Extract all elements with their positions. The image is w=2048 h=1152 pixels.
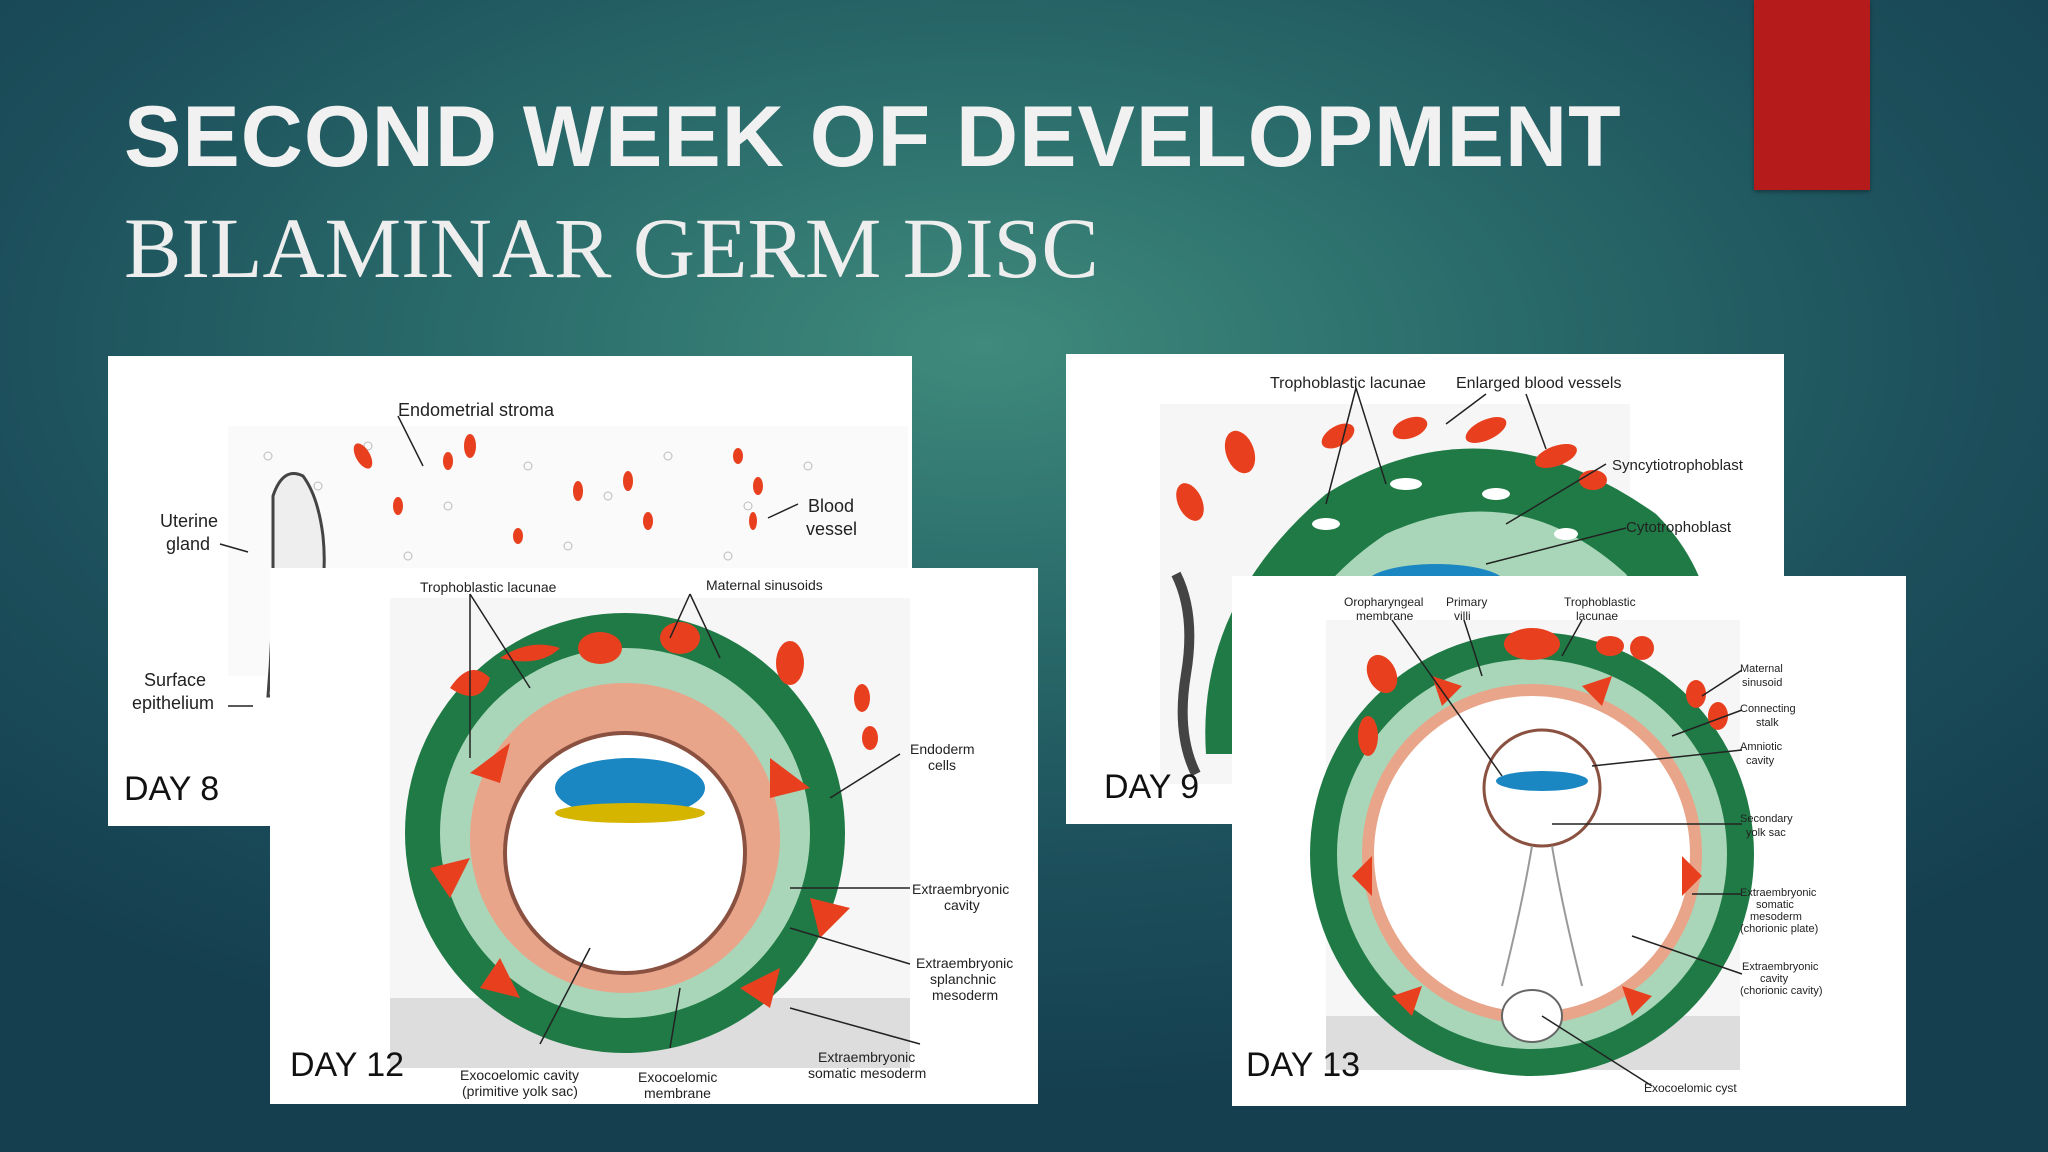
label-somatic-1: Extraembryonic bbox=[818, 1049, 915, 1065]
label-blood-vessel-2: vessel bbox=[806, 519, 857, 539]
slide-title: SECOND WEEK OF DEVELOPMENT bbox=[124, 89, 1622, 185]
day13-panel: Oropharyngeal membrane Primary villi Tro… bbox=[1232, 576, 1906, 1106]
label-somatic-meso-3: mesoderm bbox=[1750, 911, 1802, 923]
label-maternal-sinusoids: Maternal sinusoids bbox=[706, 577, 823, 593]
label-maternal-sinusoid-1: Maternal bbox=[1740, 663, 1783, 675]
label-troph-lacunae-1: Trophoblastic bbox=[1564, 595, 1636, 609]
label-maternal-sinusoid-2: sinusoid bbox=[1742, 677, 1782, 689]
label-secondary-yolk-1: Secondary bbox=[1740, 813, 1793, 825]
label-chorionic-cavity-3: (chorionic cavity) bbox=[1740, 985, 1823, 997]
day12-diagram: Trophoblastic lacunae Maternal sinusoids… bbox=[390, 577, 1013, 1101]
label-splanchnic-1: Extraembryonic bbox=[916, 955, 1013, 971]
label-somatic-meso-4: (chorionic plate) bbox=[1740, 923, 1818, 935]
label-connecting-stalk-1: Connecting bbox=[1740, 703, 1796, 715]
label-surface-epithelium-2: epithelium bbox=[132, 693, 214, 713]
label-troph-lacunae-2: lacunae bbox=[1576, 609, 1618, 623]
label-chorionic-cavity-2: cavity bbox=[1760, 973, 1789, 985]
label-syncytiotrophoblast: Syncytiotrophoblast bbox=[1612, 457, 1744, 474]
label-exocoelomic-membrane-2: membrane bbox=[644, 1085, 711, 1101]
day8-label: DAY 8 bbox=[124, 770, 220, 808]
label-somatic-meso-2: somatic bbox=[1756, 899, 1794, 911]
day13-label: DAY 13 bbox=[1246, 1046, 1361, 1084]
label-primary-villi-1: Primary bbox=[1446, 595, 1487, 609]
label-somatic-2: somatic mesoderm bbox=[808, 1065, 926, 1081]
label-connecting-stalk-2: stalk bbox=[1756, 717, 1779, 729]
label-secondary-yolk-2: yolk sac bbox=[1746, 827, 1786, 839]
day13-diagram: Oropharyngeal membrane Primary villi Tro… bbox=[1310, 595, 1823, 1095]
label-uterine-gland-1: Uterine bbox=[160, 511, 218, 531]
label-chorionic-cavity-1: Extraembryonic bbox=[1742, 961, 1819, 973]
label-exocoelomic-cyst: Exocoelomic cyst bbox=[1644, 1081, 1737, 1095]
label-amniotic-cavity-2: cavity bbox=[1746, 755, 1775, 767]
label-trophoblastic-lacunae-d9: Trophoblastic lacunae bbox=[1270, 375, 1426, 392]
label-splanchnic-3: mesoderm bbox=[932, 987, 998, 1003]
label-uterine-gland-2: gland bbox=[166, 534, 210, 554]
slide-subtitle: BILAMINAR GERM DISC bbox=[124, 200, 1099, 296]
label-somatic-meso-1: Extraembryonic bbox=[1740, 887, 1817, 899]
label-primary-villi-2: villi bbox=[1454, 609, 1471, 623]
label-extraemb-cavity-2: cavity bbox=[944, 897, 980, 913]
label-cytotrophoblast: Cytotrophoblast bbox=[1626, 519, 1732, 536]
day12-panel: Trophoblastic lacunae Maternal sinusoids… bbox=[270, 568, 1038, 1104]
label-exocoelomic-membrane-1: Exocoelomic bbox=[638, 1069, 717, 1085]
accent-bar bbox=[1754, 0, 1870, 190]
label-oropharyngeal-2: membrane bbox=[1356, 609, 1414, 623]
label-trophoblastic-lacunae-d12: Trophoblastic lacunae bbox=[420, 579, 557, 595]
day9-label: DAY 9 bbox=[1104, 768, 1200, 806]
label-blood-vessel-1: Blood bbox=[808, 496, 854, 516]
day12-label: DAY 12 bbox=[290, 1046, 405, 1084]
label-endoderm-1: Endoderm bbox=[910, 741, 975, 757]
label-endometrial-stroma: Endometrial stroma bbox=[398, 400, 555, 420]
label-extraemb-cavity-1: Extraembryonic bbox=[912, 881, 1009, 897]
label-endoderm-2: cells bbox=[928, 757, 956, 773]
label-amniotic-cavity-1: Amniotic bbox=[1740, 741, 1783, 753]
label-surface-epithelium-1: Surface bbox=[144, 670, 206, 690]
label-exocoelomic-cavity-1: Exocoelomic cavity bbox=[460, 1067, 579, 1083]
label-exocoelomic-cavity-2: (primitive yolk sac) bbox=[462, 1083, 578, 1099]
label-oropharyngeal-1: Oropharyngeal bbox=[1344, 595, 1423, 609]
label-splanchnic-2: splanchnic bbox=[930, 971, 996, 987]
label-enlarged-vessels: Enlarged blood vessels bbox=[1456, 375, 1621, 392]
